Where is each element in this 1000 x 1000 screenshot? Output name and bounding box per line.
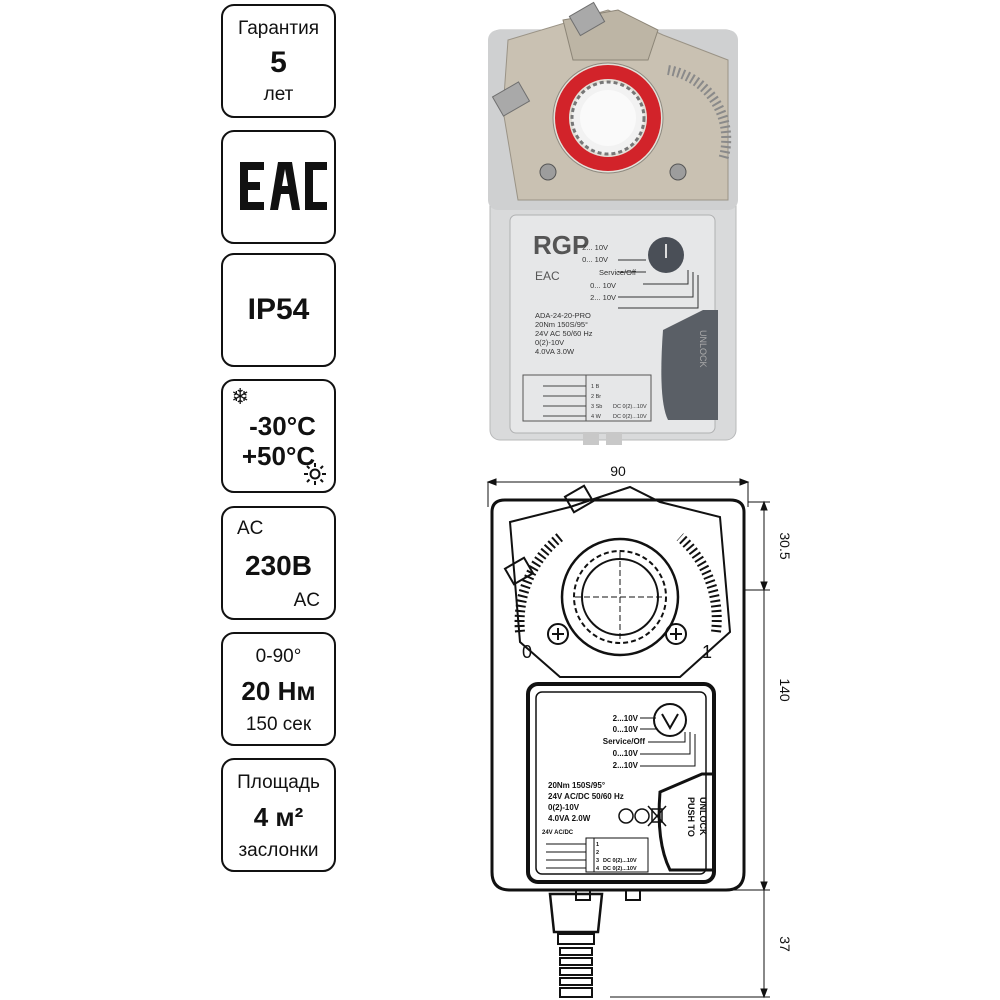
angle-range: 0-90°: [255, 646, 302, 667]
drawing-signal-1: 2...10V: [613, 714, 639, 723]
drawing-spec-3: 0(2)-10V: [548, 803, 580, 812]
photo-spec-4: 4.0VA 3.0W: [535, 347, 575, 356]
drawing-wire-1: 1: [596, 842, 599, 848]
sun-icon: [304, 463, 326, 485]
photo-wire-note-2: DC 0(2)...10V: [613, 414, 647, 420]
photo-signal-5: 2... 10V: [590, 293, 616, 302]
ip-badge: IP54: [221, 253, 336, 367]
scale-zero: 0: [522, 642, 532, 662]
drawing-wire-note-2: DC 0(2)...10V: [603, 866, 637, 872]
run-time: 150 сек: [245, 714, 312, 735]
area-unit: заслонки: [238, 840, 319, 861]
warranty-value: 5: [270, 46, 287, 79]
drawing-wiring-title: 24V AC/DC: [542, 830, 574, 836]
photo-signal-3: Service/Off: [599, 268, 637, 277]
scale-one: 1: [702, 642, 712, 662]
photo-wire-4: 4 W: [591, 414, 602, 420]
photo-spec-2: 24V AC 50/60 Hz: [535, 329, 593, 338]
photo-signal-4: 0... 10V: [590, 281, 616, 290]
drawing-signal-2: 0...10V: [613, 725, 639, 734]
photo-wire-1: 1 B: [591, 384, 600, 390]
dimension-drawing: 90 30.5 140 37 0 1 2...10V 0...10V Servi…: [486, 463, 793, 999]
temp-high: +50°C: [241, 441, 316, 471]
photo-eac: EAC: [535, 269, 560, 283]
eac-logo: [240, 162, 327, 210]
area-badge: Площадь 4 м² заслонки: [221, 758, 336, 872]
power-voltage: 230B: [245, 550, 312, 581]
push-unlock-line-2: UNLOCK: [698, 797, 708, 836]
dim-height: 140: [777, 678, 793, 702]
ip-rating: IP54: [247, 293, 310, 326]
warranty-badge: Гарантия 5 лет: [221, 4, 336, 118]
power-top-label: AC: [237, 518, 264, 539]
photo-wire-3: 3 Sb: [591, 404, 602, 410]
power-bottom-label: AC: [293, 590, 320, 611]
snowflake-icon: ❄: [231, 385, 250, 410]
drawing-wire-note-1: DC 0(2)...10V: [603, 858, 637, 864]
drawing-signal-4: 0...10V: [613, 749, 639, 758]
temperature-badge: ❄ -30°C +50°C: [221, 379, 336, 493]
drawing-wire-3: 3: [596, 858, 599, 864]
drawing-spec-2: 24V AC/DC 50/60 Hz: [548, 792, 624, 801]
drawing-wire-4: 4: [596, 866, 600, 872]
drawing-wire-2: 2: [596, 850, 599, 856]
area-label: Площадь: [237, 772, 320, 793]
photo-unlock: UNLOCK: [698, 330, 708, 368]
power-badge: AC 230B AC: [221, 506, 336, 620]
eac-badge: [221, 130, 336, 244]
drawing-spec-4: 4.0VA 2.0W: [548, 814, 591, 823]
area-value: 4 м²: [253, 802, 304, 832]
photo-spec-3: 0(2)-10V: [535, 338, 564, 347]
temp-low: -30°C: [249, 411, 316, 441]
actuator-photo: RGP EAC 2... 10V 0... 10V Service/Off 0.…: [488, 1, 738, 445]
photo-brand: RGP: [533, 230, 589, 260]
warranty-label: Гарантия: [237, 18, 320, 39]
push-unlock-line-1: PUSH TO: [686, 797, 696, 837]
photo-signal-1: 2... 10V: [582, 243, 608, 252]
torque-value: 20 Нм: [241, 676, 316, 706]
drawing-signal-5: 2...10V: [613, 761, 639, 770]
dim-cable: 37: [777, 936, 793, 952]
drawing-signal-3: Service/Off: [603, 737, 646, 746]
torque-badge: 0-90° 20 Нм 150 сек: [221, 632, 336, 746]
photo-wire-note-1: DC 0(2)...10V: [613, 404, 647, 410]
dim-top: 30.5: [777, 532, 793, 559]
photo-signal-2: 0... 10V: [582, 255, 608, 264]
photo-wire-2: 2 Br: [591, 394, 601, 400]
drawing-spec-1: 20Nm 150S/95°: [548, 781, 605, 790]
dim-width: 90: [610, 463, 626, 479]
photo-model: ADA-24-20-PRO: [535, 311, 591, 320]
photo-spec-1: 20Nm 150S/95°: [535, 320, 588, 329]
warranty-unit: лет: [263, 84, 294, 105]
